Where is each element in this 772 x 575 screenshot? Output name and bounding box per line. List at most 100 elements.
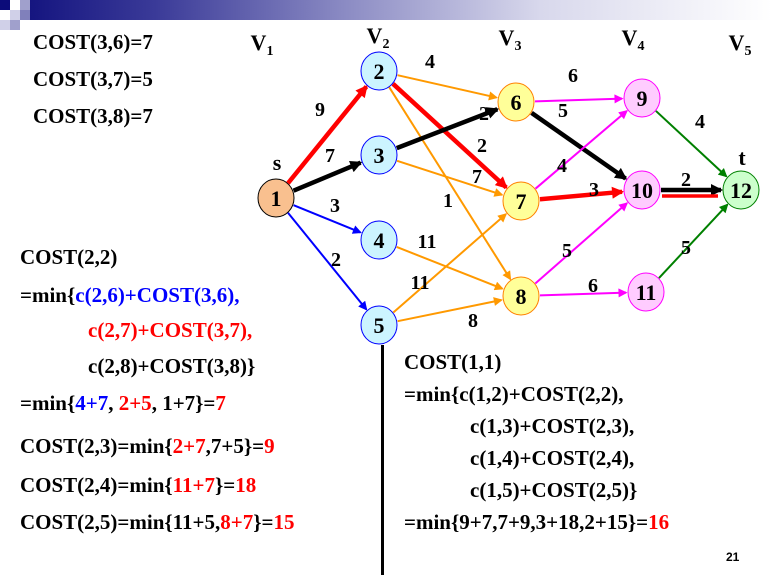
edge-weight-label: 6 — [588, 275, 598, 297]
text-segment: COST(1,1) — [404, 350, 502, 374]
edge-weight-label: 6 — [568, 65, 578, 87]
derivation-line: COST(2,5)=min{11+5,8+7}=15 — [20, 510, 294, 534]
edge-3-7 — [396, 159, 504, 197]
stage-label-1: V1 — [251, 30, 274, 59]
edge-weight-label: 2 — [681, 169, 691, 191]
text-segment: 18 — [235, 473, 257, 497]
derivation-line: c(2,7)+COST(3,7), — [88, 318, 252, 342]
edge-1-4 — [293, 204, 362, 234]
edge-7-9 — [534, 109, 628, 190]
text-segment: =min{9+7,7+9,3+18,2+15}= — [404, 510, 649, 534]
edge-weight-label: 4 — [557, 155, 567, 177]
title-bar-gradient — [0, 0, 772, 20]
node-2-label: 2 — [374, 59, 385, 84]
derivation-line: COST(2,3)=min{2+7,7+5}=9 — [20, 434, 275, 458]
text-segment: c(1,5)+COST(2,5)} — [470, 478, 638, 502]
node-7-label: 7 — [516, 189, 527, 214]
stage-label-3: V3 — [499, 25, 522, 54]
decor-square — [0, 20, 10, 30]
edge-weight-label: 7 — [472, 166, 482, 188]
text-segment: , — [108, 391, 119, 415]
edge-9-12 — [655, 110, 728, 178]
edge-weight-label: 2 — [477, 135, 487, 157]
edge-4-8 — [396, 246, 504, 291]
node-5-circle — [360, 305, 398, 345]
edge-8-11 — [539, 288, 628, 298]
edge-1-2 — [286, 84, 369, 185]
text-segment: c(1,4)+COST(2,4), — [470, 446, 635, 470]
edge-weight-label: 4 — [425, 51, 435, 73]
node-3-circle — [360, 135, 398, 175]
edge-5-7 — [392, 213, 508, 314]
node-2-circle — [360, 51, 398, 91]
text-segment: c(2,7)+COST(3,7), — [88, 318, 253, 342]
edge-2-6 — [397, 74, 498, 101]
edge-6-9 — [534, 94, 624, 104]
edge-1-3 — [292, 160, 363, 193]
node-6-circle — [497, 82, 535, 122]
node-11-circle — [627, 272, 665, 312]
decor-square — [20, 0, 30, 10]
derivation-line: COST(2,4)=min{11+7}=18 — [20, 473, 256, 497]
edge-weight-label: 8 — [468, 310, 478, 332]
decor-square — [10, 20, 20, 30]
text-segment: =min{ — [20, 391, 76, 415]
node-9-label: 9 — [637, 86, 648, 111]
node-8-circle — [502, 276, 540, 316]
text-segment: 2+5 — [118, 391, 152, 415]
text-segment: =min{c(1,2)+COST(2,2), — [404, 382, 624, 406]
edge-weight-label: 1 — [443, 190, 453, 212]
decor-square — [20, 10, 30, 20]
cost-3-7: COST(3,7)=5 — [33, 67, 153, 91]
text-segment: }= — [253, 510, 274, 534]
text-segment: 8+7 — [220, 510, 254, 534]
text-segment: COST(2,2) — [20, 245, 118, 269]
node-1-circle — [257, 178, 295, 218]
edge-weight-label: 5 — [562, 240, 572, 262]
derivation-line: =min{c(1,2)+COST(2,2), — [404, 382, 623, 406]
edge-weight-label: 5 — [681, 237, 691, 259]
edge-2-8 — [388, 86, 512, 281]
node-6-label: 6 — [511, 90, 522, 115]
text-segment: c(1,3)+COST(2,3), — [470, 414, 635, 438]
text-segment: ,7+5}= — [205, 434, 265, 458]
stage-label-5: V5 — [729, 30, 752, 59]
derivation-line: c(1,5)+COST(2,5)} — [470, 478, 637, 502]
edge-weight-label: 11 — [411, 272, 430, 294]
edge-weight-label: 9 — [315, 99, 325, 121]
stage-label-4: V4 — [622, 25, 645, 54]
text-segment: COST(2,3)=min{ — [20, 434, 173, 458]
cost-3-8: COST(3,8)=7 — [33, 104, 153, 128]
text-segment: COST(2,4)=min{ — [20, 473, 173, 497]
edge-2-7 — [391, 82, 508, 190]
node-12-label: 12 — [730, 178, 752, 203]
derivation-line: COST(1,1) — [404, 350, 501, 374]
page-number: 21 — [726, 550, 740, 564]
node-1-label: 1 — [271, 186, 282, 211]
node-10-circle — [623, 170, 661, 210]
node-4-circle — [360, 220, 398, 260]
node-5-label: 5 — [374, 313, 385, 338]
node-8-label: 8 — [516, 284, 527, 309]
edge-weight-label: 11 — [418, 231, 437, 253]
text-segment: 11+7 — [172, 473, 215, 497]
text-segment: }= — [214, 473, 236, 497]
text-segment: 7 — [215, 391, 226, 415]
edge-weight-label: 5 — [558, 100, 568, 122]
edge-weight-label: 3 — [589, 179, 599, 201]
edge-7-10 — [539, 186, 625, 202]
source-label: s — [273, 150, 282, 175]
derivation-line: c(1,3)+COST(2,3), — [470, 414, 634, 438]
edge-6-10 — [530, 111, 628, 181]
derivation-line: =min{4+7, 2+5, 1+7}=7 — [20, 391, 226, 415]
text-segment: , 1+7}= — [151, 391, 216, 415]
derivation-line: =min{c(2,6)+COST(3,6), — [20, 283, 239, 307]
edge-weight-label: 7 — [325, 145, 335, 167]
text-segment: 15 — [273, 510, 295, 534]
node-7-circle — [502, 181, 540, 221]
edge-5-8 — [397, 297, 503, 323]
derivation-line: c(2,8)+COST(3,8)} — [88, 354, 255, 378]
derivation-line: c(1,4)+COST(2,4), — [470, 446, 634, 470]
decor-square — [10, 0, 20, 10]
node-9-circle — [623, 78, 661, 118]
